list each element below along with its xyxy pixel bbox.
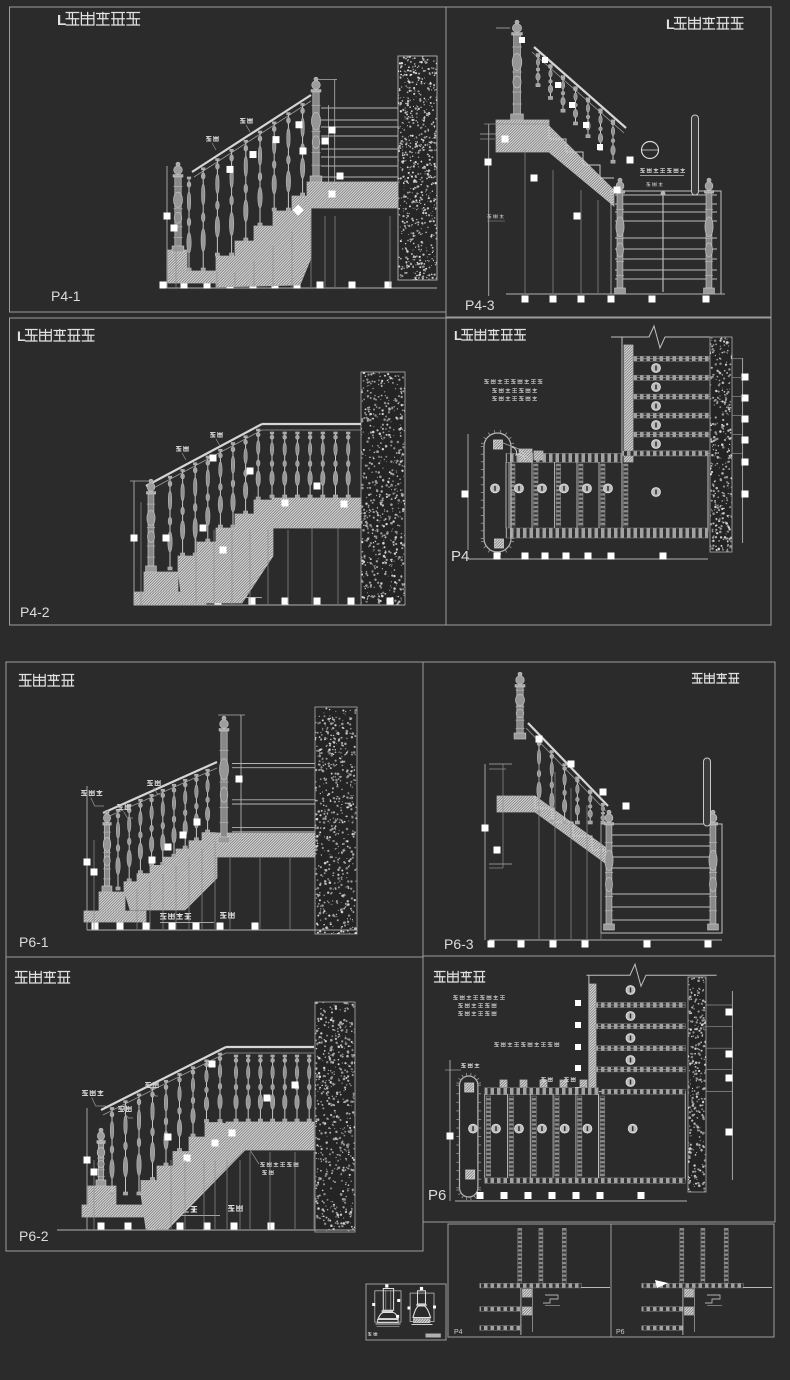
- svg-text:P4-2: P4-2: [20, 604, 50, 620]
- svg-text:P6-1: P6-1: [19, 934, 49, 950]
- svg-text:P4-1: P4-1: [51, 288, 81, 304]
- svg-text:L: L: [666, 16, 675, 32]
- svg-text:P4-3: P4-3: [465, 297, 495, 313]
- svg-text:P6-3: P6-3: [444, 936, 474, 952]
- svg-text:P6-2: P6-2: [19, 1228, 49, 1244]
- svg-text:P4: P4: [454, 1329, 463, 1336]
- svg-text:L: L: [57, 12, 66, 29]
- svg-text:P6: P6: [428, 1187, 446, 1204]
- svg-text:L: L: [17, 328, 26, 344]
- svg-text:P6: P6: [616, 1329, 625, 1336]
- svg-text:P4: P4: [451, 548, 469, 565]
- svg-text:L: L: [454, 328, 462, 343]
